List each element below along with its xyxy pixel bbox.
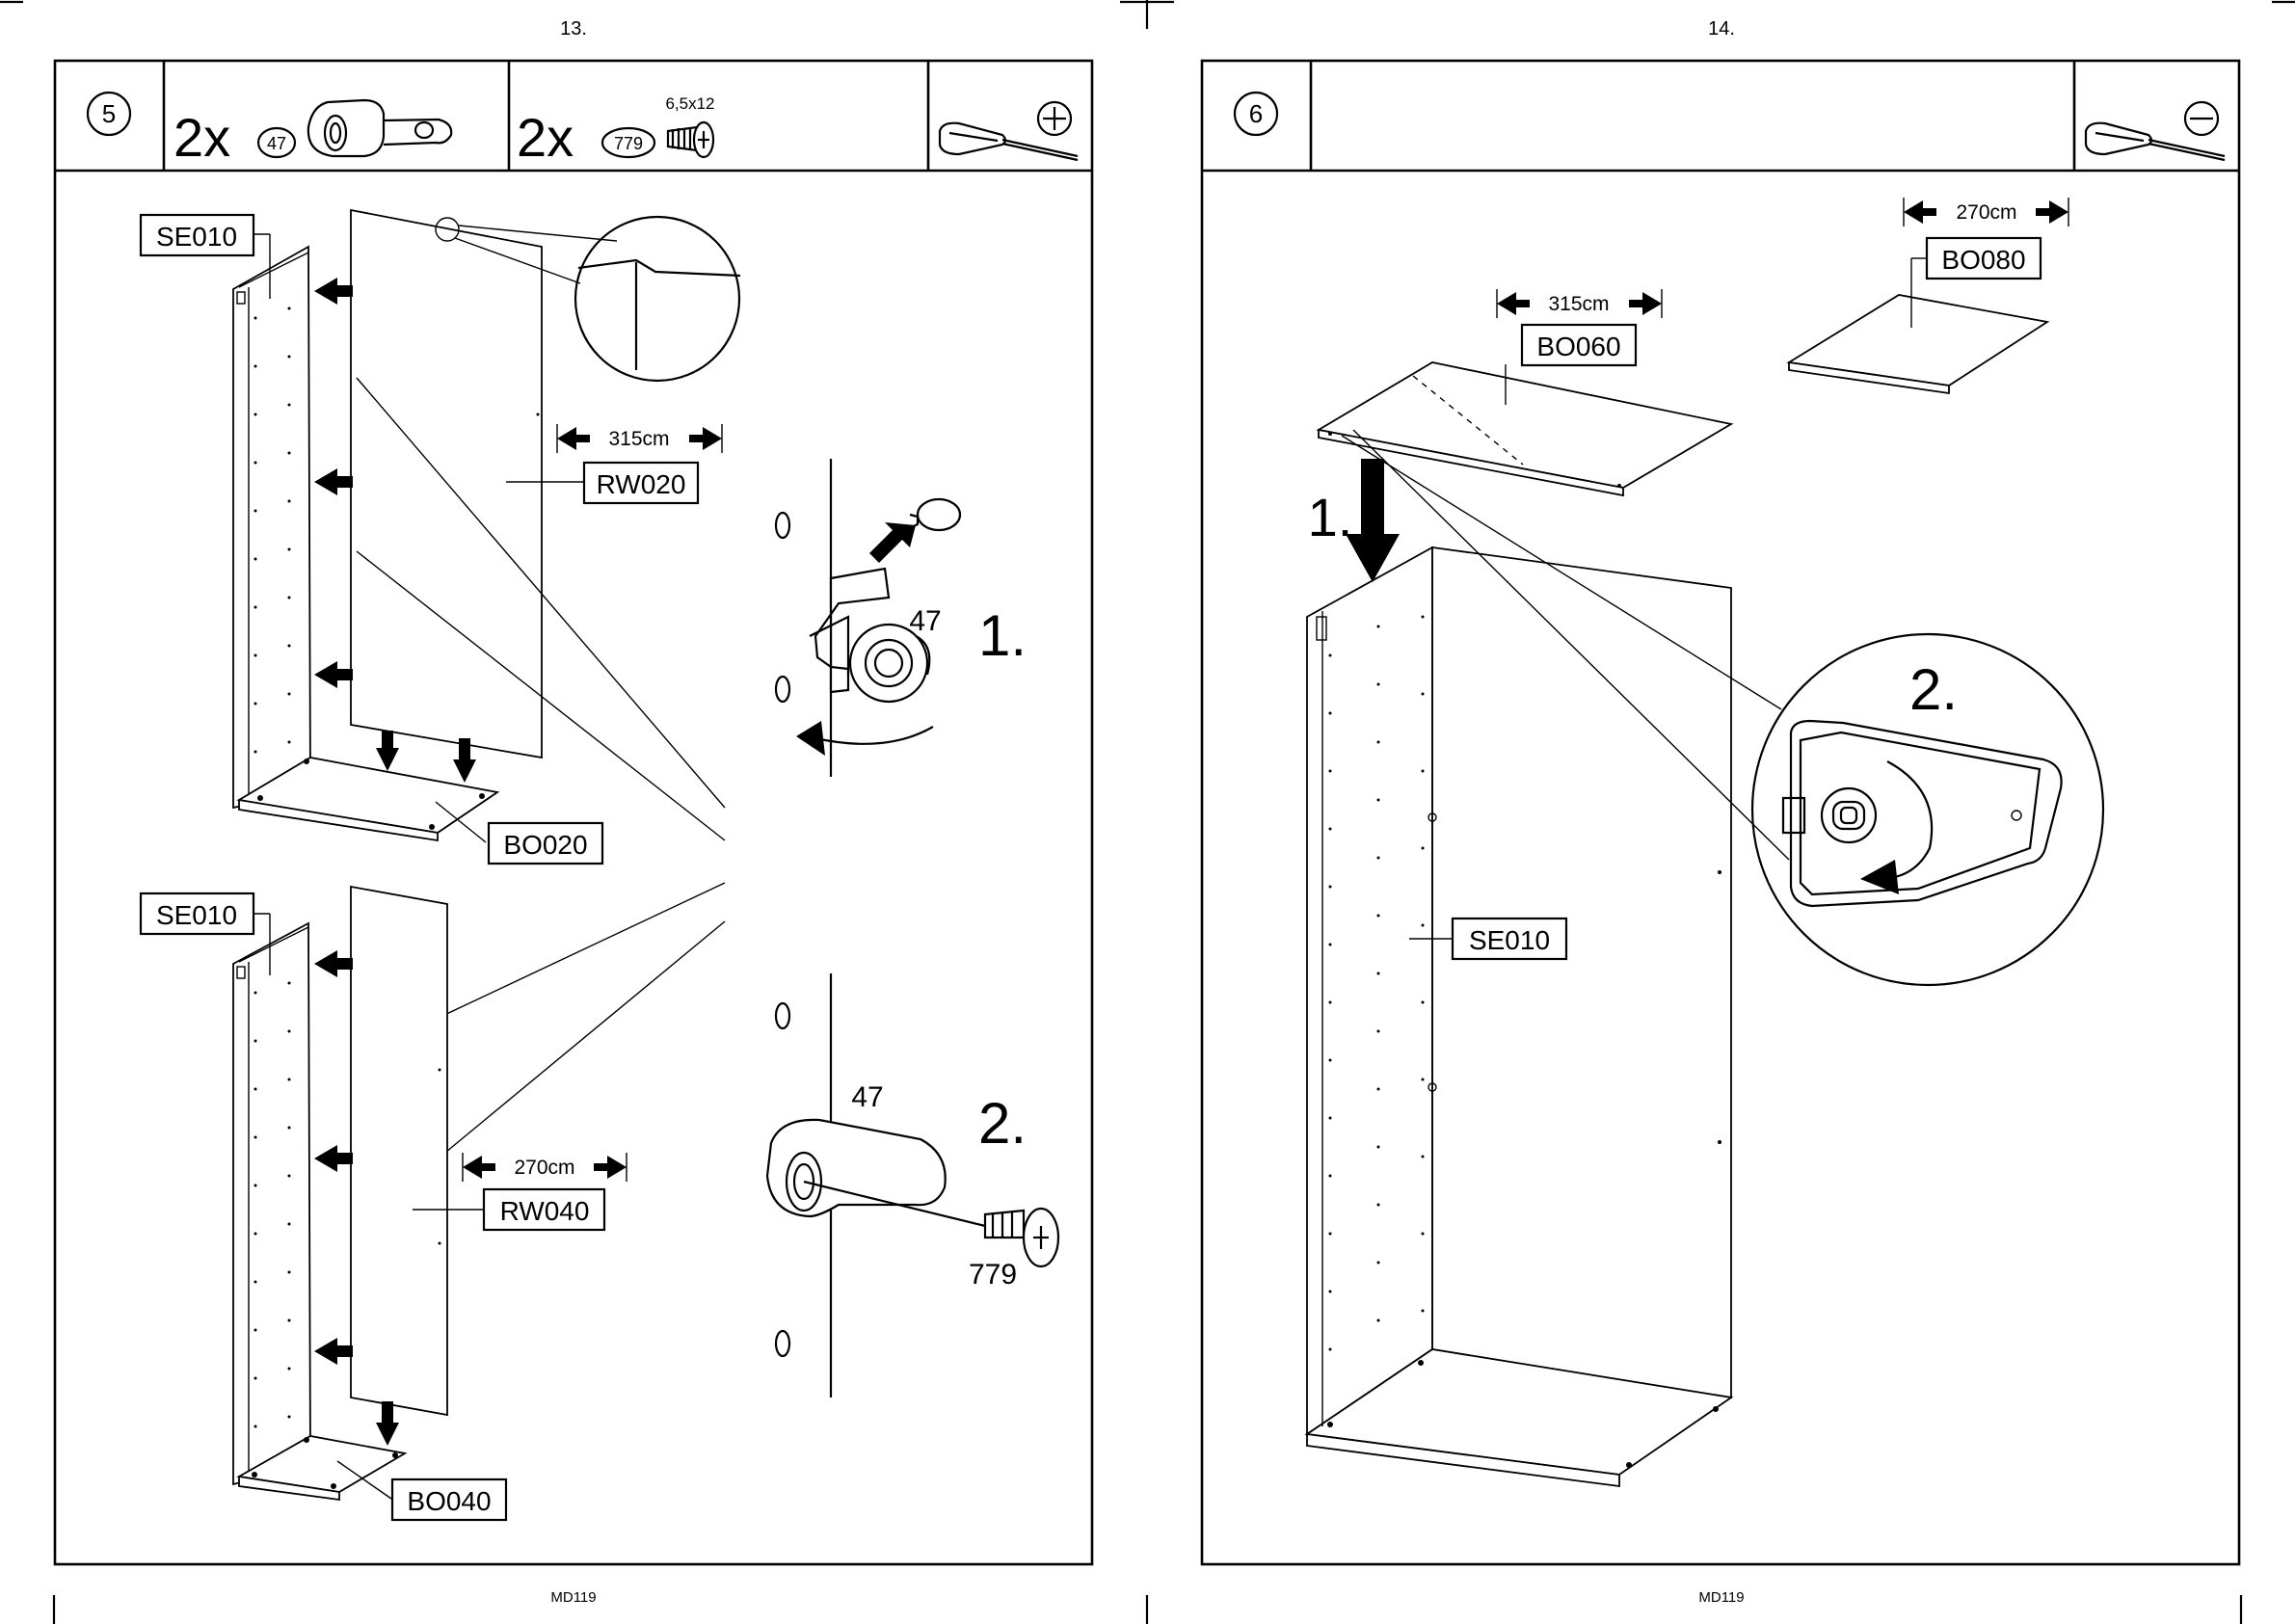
dimension-rw040: 270cm bbox=[463, 1153, 627, 1182]
svg-text:RW040: RW040 bbox=[500, 1196, 590, 1226]
dimension-bo060: 315cm bbox=[1497, 289, 1662, 318]
svg-text:SE010: SE010 bbox=[1469, 925, 1550, 955]
lower-top-arrow: 1. bbox=[1308, 459, 1400, 582]
dimension-bo080: 270cm bbox=[1904, 198, 2068, 226]
hardware-cam-lock: 2x 47 bbox=[173, 100, 451, 168]
screw-size: 6,5x12 bbox=[665, 94, 714, 113]
step-number: 6 bbox=[1235, 93, 1277, 135]
cabinet-carcass bbox=[1307, 547, 1731, 1486]
svg-text:270cm: 270cm bbox=[1956, 201, 2016, 224]
svg-text:315cm: 315cm bbox=[608, 428, 669, 450]
page-frame bbox=[55, 61, 1092, 1564]
edge-detail-magnifier bbox=[575, 217, 740, 381]
page-footer: MD119 bbox=[1698, 1589, 1744, 1606]
svg-text:RW020: RW020 bbox=[597, 469, 686, 499]
page-14: 14. MD119 6 bbox=[1202, 18, 2239, 1606]
svg-text:2.: 2. bbox=[978, 1091, 1027, 1156]
svg-text:SE010: SE010 bbox=[156, 900, 237, 930]
svg-text:779: 779 bbox=[614, 134, 643, 153]
step-number: 5 bbox=[88, 93, 130, 135]
svg-text:2x: 2x bbox=[173, 107, 230, 168]
back-panel-rw040 bbox=[351, 887, 447, 1415]
svg-text:BO080: BO080 bbox=[1941, 245, 2025, 275]
svg-text:315cm: 315cm bbox=[1548, 293, 1609, 315]
svg-text:47: 47 bbox=[267, 134, 286, 153]
svg-text:6: 6 bbox=[1249, 99, 1263, 128]
svg-text:2x: 2x bbox=[517, 107, 574, 168]
screwdriver-phillips-icon bbox=[940, 102, 1078, 160]
detail-step-2: 47 779 2. bbox=[767, 973, 1058, 1398]
svg-text:47: 47 bbox=[909, 605, 941, 637]
hardware-screw: 2x 779 6,5x12 bbox=[517, 94, 715, 168]
svg-text:BO060: BO060 bbox=[1536, 332, 1620, 361]
svg-text:270cm: 270cm bbox=[514, 1157, 574, 1179]
svg-text:1.: 1. bbox=[1308, 487, 1353, 547]
side-panel-lower bbox=[233, 923, 310, 1484]
side-panel-upper bbox=[233, 247, 310, 808]
dimension-rw020: 315cm bbox=[557, 424, 722, 453]
cam-lock-icon bbox=[308, 100, 451, 156]
svg-text:2.: 2. bbox=[1909, 657, 1958, 722]
svg-text:47: 47 bbox=[851, 1081, 883, 1113]
page-footer: MD119 bbox=[550, 1589, 596, 1606]
svg-text:BO020: BO020 bbox=[503, 830, 587, 860]
svg-text:BO040: BO040 bbox=[407, 1486, 491, 1516]
page-number: 13. bbox=[560, 18, 587, 40]
svg-text:779: 779 bbox=[969, 1259, 1017, 1291]
shelf-bo080 bbox=[1789, 295, 2047, 393]
back-panel-rw020 bbox=[351, 210, 617, 758]
svg-text:5: 5 bbox=[102, 99, 116, 128]
page-number: 14. bbox=[1708, 18, 1735, 40]
screwdriver-flat-icon bbox=[2086, 102, 2225, 160]
svg-text:SE010: SE010 bbox=[156, 222, 237, 252]
svg-text:1.: 1. bbox=[978, 603, 1027, 668]
screw-icon bbox=[668, 122, 713, 157]
detail-step-1: 47 1. bbox=[776, 459, 1027, 777]
cam-tighten-magnifier: 2. bbox=[1752, 634, 2103, 985]
page-13: 13. MD119 5 2x 47 2x bbox=[55, 18, 1092, 1606]
